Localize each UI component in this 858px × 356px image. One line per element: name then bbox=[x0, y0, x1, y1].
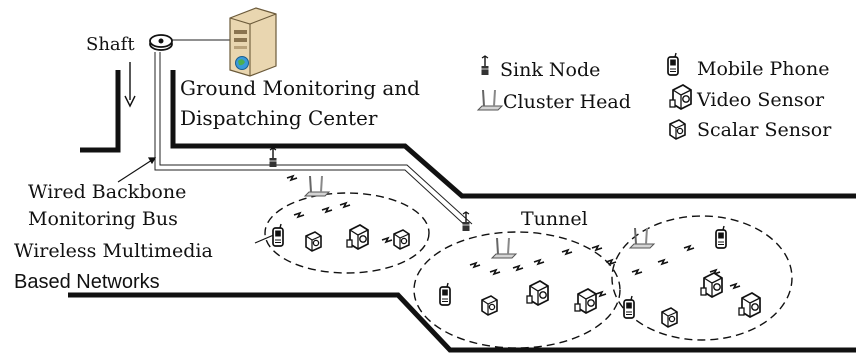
video-sensor-icon bbox=[526, 280, 549, 306]
scalar-sensor-icon bbox=[393, 229, 410, 250]
sink-node-icon bbox=[461, 211, 471, 232]
legend-sink-node-icon bbox=[480, 55, 490, 76]
video-sensor-icon bbox=[738, 292, 761, 318]
sink-node-icon bbox=[268, 147, 278, 168]
cluster-head-icon bbox=[304, 175, 330, 197]
center-label-line1: Ground Monitoring and bbox=[180, 76, 420, 100]
legend-mobile-phone-icon bbox=[667, 52, 679, 76]
shaft-label: Shaft bbox=[86, 34, 135, 55]
legend-mobile-phone-label: Mobile Phone bbox=[697, 58, 829, 80]
legend-cluster-head-label: Cluster Head bbox=[503, 91, 631, 113]
mobile-phone-icon bbox=[272, 223, 284, 247]
cluster-3-boundary bbox=[611, 215, 793, 341]
mobile-phone-icon bbox=[715, 225, 727, 249]
tunnel-walls bbox=[68, 70, 856, 353]
wired-backbone-bus bbox=[154, 39, 473, 229]
scalar-sensor-icon bbox=[481, 295, 498, 316]
shaft-node-icon bbox=[149, 34, 173, 51]
server-icon bbox=[229, 7, 277, 77]
legend-cluster-head-icon bbox=[477, 89, 503, 111]
mobile-phone-icon bbox=[623, 295, 635, 319]
video-sensor-icon bbox=[346, 224, 369, 250]
cluster-1-boundary bbox=[264, 192, 430, 274]
legend-scalar-sensor-icon bbox=[669, 119, 686, 140]
shaft-arrow bbox=[124, 62, 136, 108]
legend-sink-node-label: Sink Node bbox=[500, 59, 600, 81]
tunnel-label: Tunnel bbox=[521, 208, 588, 230]
cluster-head-icon bbox=[491, 237, 517, 259]
wireless-label-line1: Wireless Multimedia bbox=[14, 240, 213, 262]
wireless-label-line2: Based Networks bbox=[14, 271, 160, 293]
wired-bus-label-line1: Wired Backbone bbox=[28, 181, 186, 203]
legend-video-sensor-icon bbox=[669, 84, 692, 110]
center-label-line2: Dispatching Center bbox=[180, 106, 378, 130]
mobile-phone-icon bbox=[439, 282, 451, 306]
wired-bus-label-line2: Monitoring Bus bbox=[28, 208, 178, 230]
video-sensor-icon bbox=[700, 272, 723, 298]
cluster-2-boundary bbox=[413, 231, 621, 349]
scalar-sensor-icon bbox=[305, 231, 322, 252]
video-sensor-icon bbox=[574, 288, 597, 314]
cluster-boundaries bbox=[264, 192, 793, 349]
legend-scalar-sensor-label: Scalar Sensor bbox=[697, 119, 832, 141]
legend-video-sensor-label: Video Sensor bbox=[696, 89, 825, 111]
scalar-sensor-icon bbox=[661, 307, 678, 328]
legend: Sink Node Cluster Head Mobile Phone Vide… bbox=[477, 52, 832, 141]
